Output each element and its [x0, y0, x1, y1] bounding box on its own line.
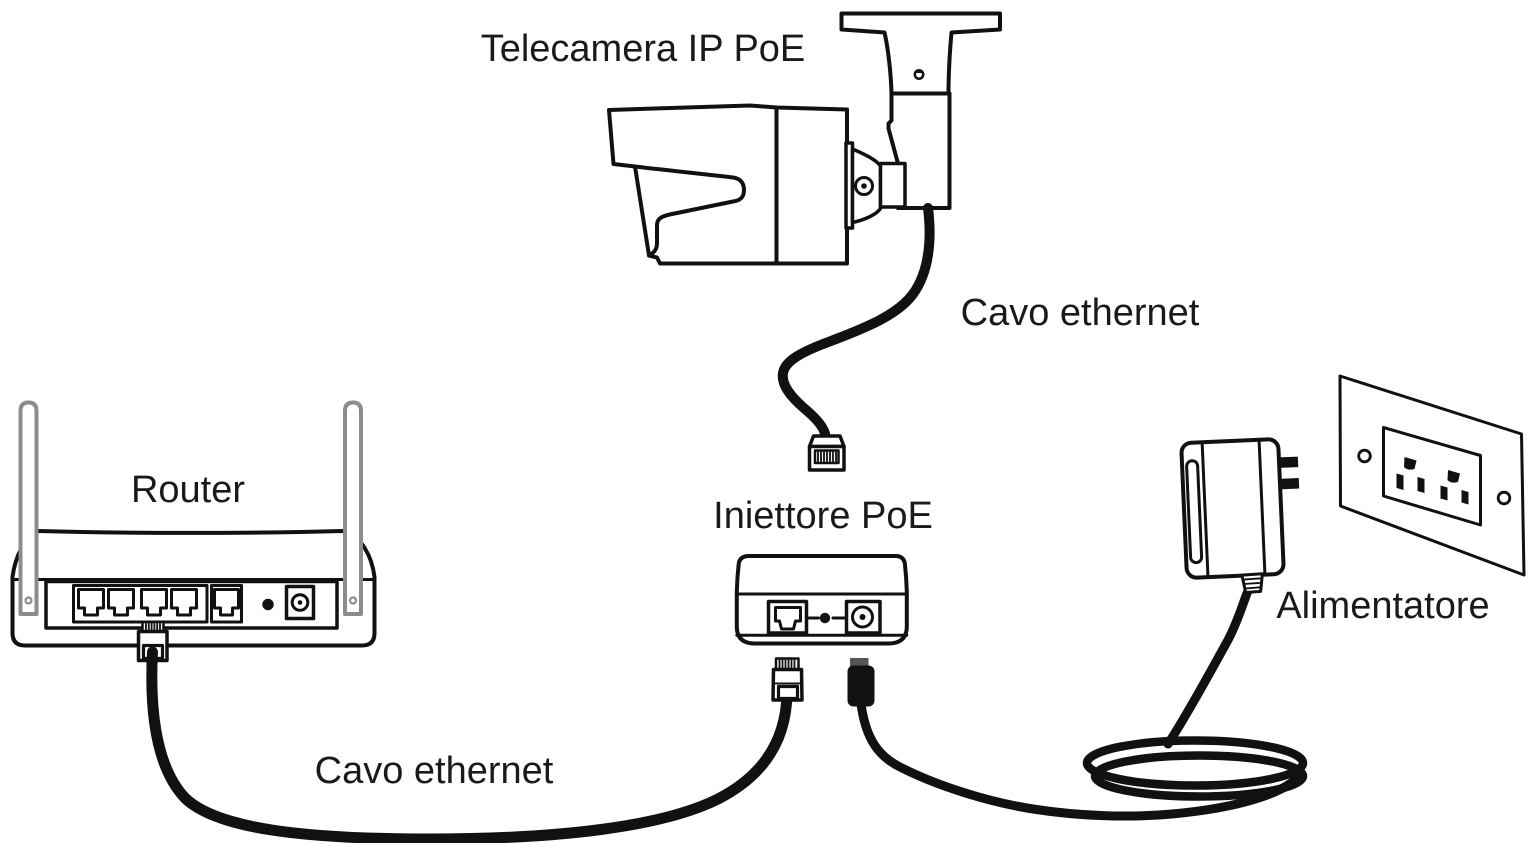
injector-rj45-jack	[774, 606, 802, 631]
strain-relief-ribs	[1242, 577, 1262, 590]
ethernet-cable-bottom-label: Cavo ethernet	[315, 750, 554, 792]
camera-sunshield-notch	[633, 164, 746, 258]
outlet-recess	[1382, 426, 1482, 527]
camera-mount-hinge	[878, 161, 907, 209]
router-antenna-right	[343, 400, 363, 616]
poe-injector-label: Iniettore PoE	[713, 495, 933, 537]
cord-coil-loop-2	[1090, 751, 1308, 801]
power-adapter-illustration	[1179, 437, 1300, 594]
plug-contact-teeth	[817, 451, 837, 463]
lan-port-4	[170, 588, 198, 617]
camera-cable-rj45-plug	[807, 434, 846, 472]
router-illustration	[10, 400, 377, 648]
antenna-pivot-right	[348, 596, 358, 605]
camera-ethernet-cable	[777, 203, 935, 441]
injector-rj45-plug	[771, 657, 804, 702]
router-reset-button	[262, 598, 274, 611]
router-antenna-left	[18, 400, 39, 616]
lan-port-3	[140, 588, 168, 617]
adapter-prong-bottom	[1279, 478, 1300, 490]
lan-port-2	[107, 588, 135, 617]
injector-dc-jack-pin	[859, 614, 866, 620]
camera-label: Telecamera IP PoE	[481, 28, 806, 70]
socket2-slot-left	[1440, 485, 1448, 501]
injector-led-dot	[819, 612, 831, 624]
wan-port	[213, 588, 240, 617]
plug-contact-teeth	[145, 622, 161, 631]
adapter-front-edge	[1257, 438, 1267, 575]
socket1-slot-right	[1417, 477, 1425, 493]
power-cord	[856, 587, 1308, 821]
power-cord-run	[856, 699, 1306, 821]
antenna-pivot-left	[24, 596, 33, 605]
plate-screw-right	[1496, 490, 1512, 506]
socket1-slot-left	[1396, 473, 1404, 490]
wall-outlet-illustration	[1338, 374, 1526, 577]
adapter-vent-slot	[1185, 459, 1204, 565]
bracket-plate	[839, 11, 1002, 96]
injector-dc-plug	[847, 658, 875, 707]
poe-injector-illustration	[734, 554, 909, 646]
plug-contact-teeth	[778, 659, 796, 669]
camera-body	[607, 103, 849, 266]
router-label: Router	[131, 469, 245, 511]
power-cord-rise	[1163, 587, 1252, 749]
ethernet-cable-top-label: Cavo ethernet	[961, 292, 1200, 334]
power-adapter-label: Alimentatore	[1276, 585, 1489, 627]
lan-port-1	[77, 588, 105, 617]
socket2-ground-hole	[1447, 470, 1460, 483]
plate-screw-left	[1357, 448, 1372, 464]
socket1-ground-hole	[1404, 457, 1417, 470]
ethernet-cable-router-to-injector	[146, 646, 793, 843]
router-dc-jack-pin	[297, 600, 303, 605]
ip-camera-illustration	[607, 103, 907, 266]
plug-boot-window	[776, 684, 800, 701]
adapter-prong-top	[1278, 456, 1299, 468]
adapter-side-edge	[1200, 441, 1210, 578]
camera-mount-screw-dot	[861, 183, 867, 189]
dc-plug-tip	[850, 658, 869, 667]
cord-coil-loop-1	[1082, 736, 1308, 790]
dc-plug-body	[847, 665, 875, 707]
socket2-slot-right	[1461, 490, 1469, 505]
